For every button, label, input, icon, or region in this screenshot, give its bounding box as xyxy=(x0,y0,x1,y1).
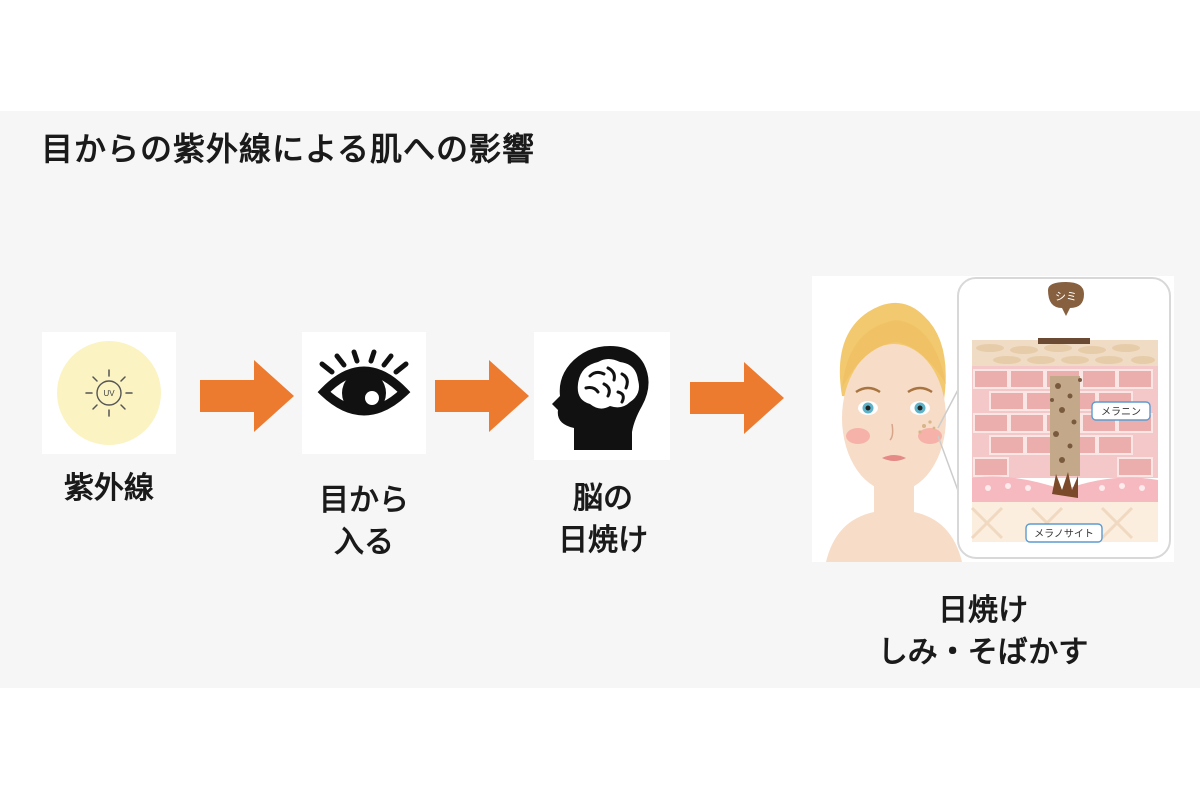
face-illustration xyxy=(826,302,962,562)
step-label-result: 日焼け しみ・そばかす xyxy=(848,590,1118,674)
diagram-title: 目からの紫外線による肌への影響 xyxy=(41,130,536,168)
step-label-line: しみ・そばかす xyxy=(877,635,1089,670)
step-label-line: 目から xyxy=(319,483,409,518)
step-label-brain: 脳の 日焼け xyxy=(528,478,678,562)
arrow-right-icon xyxy=(200,360,294,432)
eye-icon xyxy=(317,349,411,416)
melanin-callout: メラニン xyxy=(1091,401,1151,421)
brain-head-icon xyxy=(552,346,649,450)
step-label-line: 脳の xyxy=(573,481,633,516)
skin-cross-section: シミ メラニン メラノサイト xyxy=(957,277,1171,559)
spot-label: シミ xyxy=(1055,291,1077,303)
melanin-label: メラニン xyxy=(1101,406,1141,418)
eye-tile xyxy=(302,332,426,454)
step-label-line: 入る xyxy=(334,525,394,560)
melanocyte-label: メラノサイト xyxy=(1034,528,1094,540)
step-label-uv: 紫外線 xyxy=(42,468,176,510)
step-label-line: 日焼け xyxy=(558,523,648,558)
arrow-right-icon xyxy=(435,360,529,432)
brain-tile xyxy=(534,332,670,460)
uv-tile: UV xyxy=(42,332,176,454)
uv-sun-icon: UV xyxy=(57,341,161,445)
step-label-line: 紫外線 xyxy=(64,471,154,506)
spot-callout: シミ xyxy=(1048,282,1084,316)
face-skin-illustration: シミ メラニン メラノサイト xyxy=(812,276,1174,562)
arrow-right-icon xyxy=(690,362,784,434)
uv-badge-text: UV xyxy=(103,389,115,398)
melanocyte-callout: メラノサイト xyxy=(1025,523,1103,543)
step-label-line: 日焼け xyxy=(938,593,1028,628)
step-label-eye: 目から 入る xyxy=(294,480,434,564)
